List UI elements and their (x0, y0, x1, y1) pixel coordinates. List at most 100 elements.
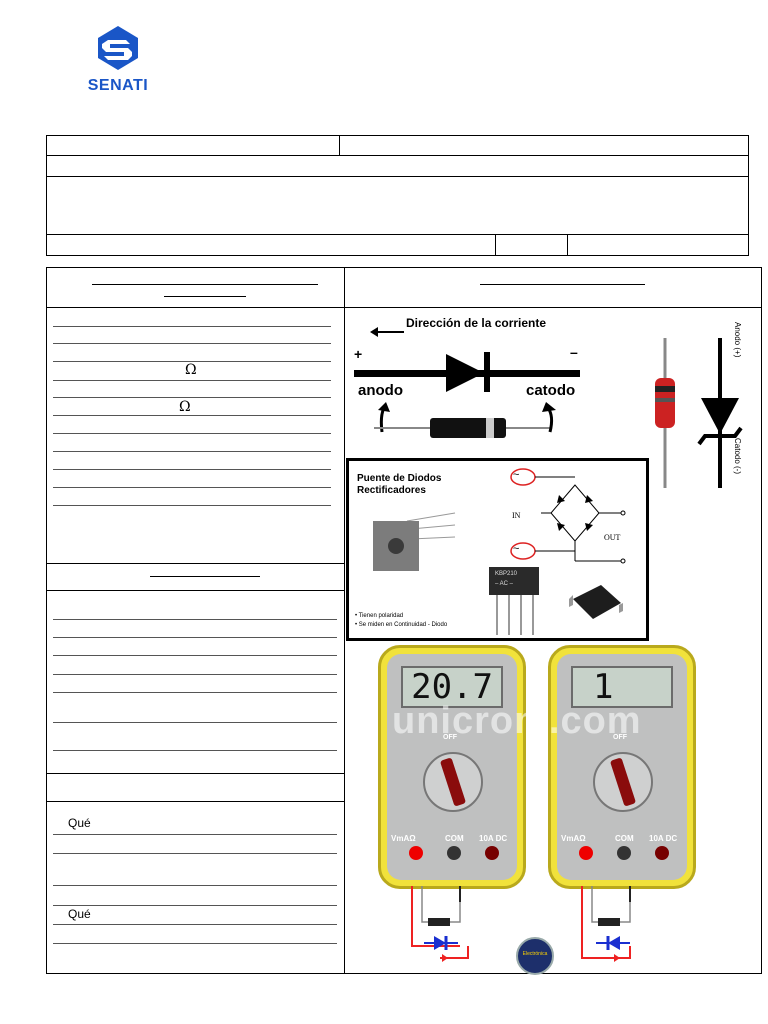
question-label: Qué (68, 907, 91, 921)
multimeter-display: 1 (571, 666, 673, 708)
dial-off-label: OFF (613, 734, 627, 741)
writing-line (53, 722, 337, 723)
header-form (46, 135, 749, 256)
header-col-line (495, 234, 496, 256)
zener-cathode-label: Catodo (-) (733, 438, 742, 475)
bridge-note: • Tienen polaridad (355, 613, 404, 619)
red-probe-jack[interactable] (579, 846, 593, 860)
red-probe-jack[interactable] (409, 846, 423, 860)
senati-logo-text: SENATI (87, 77, 149, 94)
bridge-module-icon (373, 512, 456, 571)
jack-label: 10A DC (479, 834, 508, 843)
writing-line (53, 415, 331, 416)
rotary-selector[interactable] (423, 752, 483, 812)
multimeter-display: 20.7 (401, 666, 503, 708)
multimeter-right: 1 OFF VmAΩ COM 10A DC (548, 645, 696, 889)
electronics-badge-text: Electrónica (522, 951, 548, 957)
jack-label: COM (615, 834, 634, 843)
bridge-note: • Se miden en Continuidad - Diodo (355, 622, 448, 628)
diode-blue-forward-icon (424, 936, 458, 950)
dial-off-label: OFF (443, 734, 457, 741)
amp-probe-jack[interactable] (655, 846, 669, 860)
writing-line (53, 361, 331, 362)
writing-line (53, 433, 331, 434)
probe-wiring-right (581, 886, 631, 962)
out-label: OUT (604, 533, 621, 542)
writing-line (53, 674, 337, 675)
writing-line (53, 505, 331, 506)
diode-blue-reverse-icon (596, 936, 630, 950)
header-col-line (339, 135, 340, 155)
ac-tilde: ~ (513, 543, 520, 555)
writing-line (53, 943, 337, 944)
rotary-selector[interactable] (593, 752, 653, 812)
in-label: IN (512, 511, 521, 520)
header-col-line (567, 234, 568, 256)
ohm-symbol: Ω (179, 399, 191, 415)
writing-line (53, 924, 337, 925)
bridge-title-line: Puente de Diodos (357, 473, 442, 484)
section-divider (46, 590, 344, 591)
writing-line (53, 380, 331, 381)
writing-line (53, 619, 337, 620)
watermark: unicrom.com (392, 700, 642, 742)
main-table-divider (344, 267, 345, 974)
section-divider (46, 563, 344, 564)
anode-label: anodo (358, 382, 403, 399)
main-table (46, 267, 762, 974)
writing-line (53, 834, 337, 835)
jack-label: VmAΩ (391, 834, 416, 843)
zener-anode-label: Anodo (+) (733, 322, 742, 358)
header-row-line (46, 155, 749, 156)
senati-logo-icon (98, 26, 138, 70)
com-probe-jack[interactable] (447, 846, 461, 860)
jack-label: 10A DC (649, 834, 678, 843)
column-heading-underline (164, 296, 246, 297)
header-row-line (46, 176, 749, 177)
zener-physical-icon (655, 338, 675, 488)
ac-tilde: ~ (513, 469, 520, 481)
bridge-title: Puente de Diodos Rectificadores (357, 473, 441, 497)
diode-diagram: Dirección de la corriente + – anodo cato… (350, 312, 590, 452)
current-direction-label: Dirección de la corriente (406, 316, 547, 330)
current-direction-arrow (370, 327, 404, 337)
header-row-line (46, 234, 749, 235)
writing-line (53, 655, 337, 656)
smd-bridge-icon (569, 585, 623, 619)
writing-line (53, 487, 331, 488)
writing-line (53, 905, 337, 906)
com-probe-jack[interactable] (617, 846, 631, 860)
bridge-schematic-icon (510, 468, 626, 564)
sip-bridge-icon (489, 567, 539, 635)
question-label: Qué (68, 816, 91, 830)
section-divider (46, 801, 344, 802)
diode-component (374, 402, 556, 438)
electronics-badge: Electrónica (516, 937, 554, 975)
main-table-header-line (46, 307, 762, 308)
writing-line (53, 750, 337, 751)
minus-sign: – (570, 344, 578, 360)
probe-wiring-left (411, 886, 469, 962)
bridge-rectifier-panel: Puente de Diodos Rectificadores IN OUT ~… (346, 458, 649, 641)
writing-line (53, 637, 337, 638)
ohm-symbol: Ω (185, 362, 197, 378)
multimeter-left: 20.7 OFF VmAΩ COM 10A DC (378, 645, 526, 889)
plus-sign: + (354, 346, 363, 362)
amp-probe-jack[interactable] (485, 846, 499, 860)
writing-line (53, 326, 331, 327)
writing-line (53, 343, 331, 344)
section-heading-underline (150, 576, 260, 577)
jack-label: VmAΩ (561, 834, 586, 843)
cathode-label: catodo (526, 382, 576, 399)
writing-line (53, 397, 331, 398)
jack-label: COM (445, 834, 464, 843)
chip-label: – AC – (495, 581, 514, 587)
column-heading-underline (92, 284, 318, 285)
writing-line (53, 885, 337, 886)
selector-knob (609, 757, 637, 807)
bridge-title-line: Rectificadores (357, 485, 426, 496)
chip-label: KBP210 (495, 571, 518, 577)
writing-line (53, 469, 331, 470)
diode-symbol (354, 352, 580, 392)
writing-line (53, 451, 331, 452)
